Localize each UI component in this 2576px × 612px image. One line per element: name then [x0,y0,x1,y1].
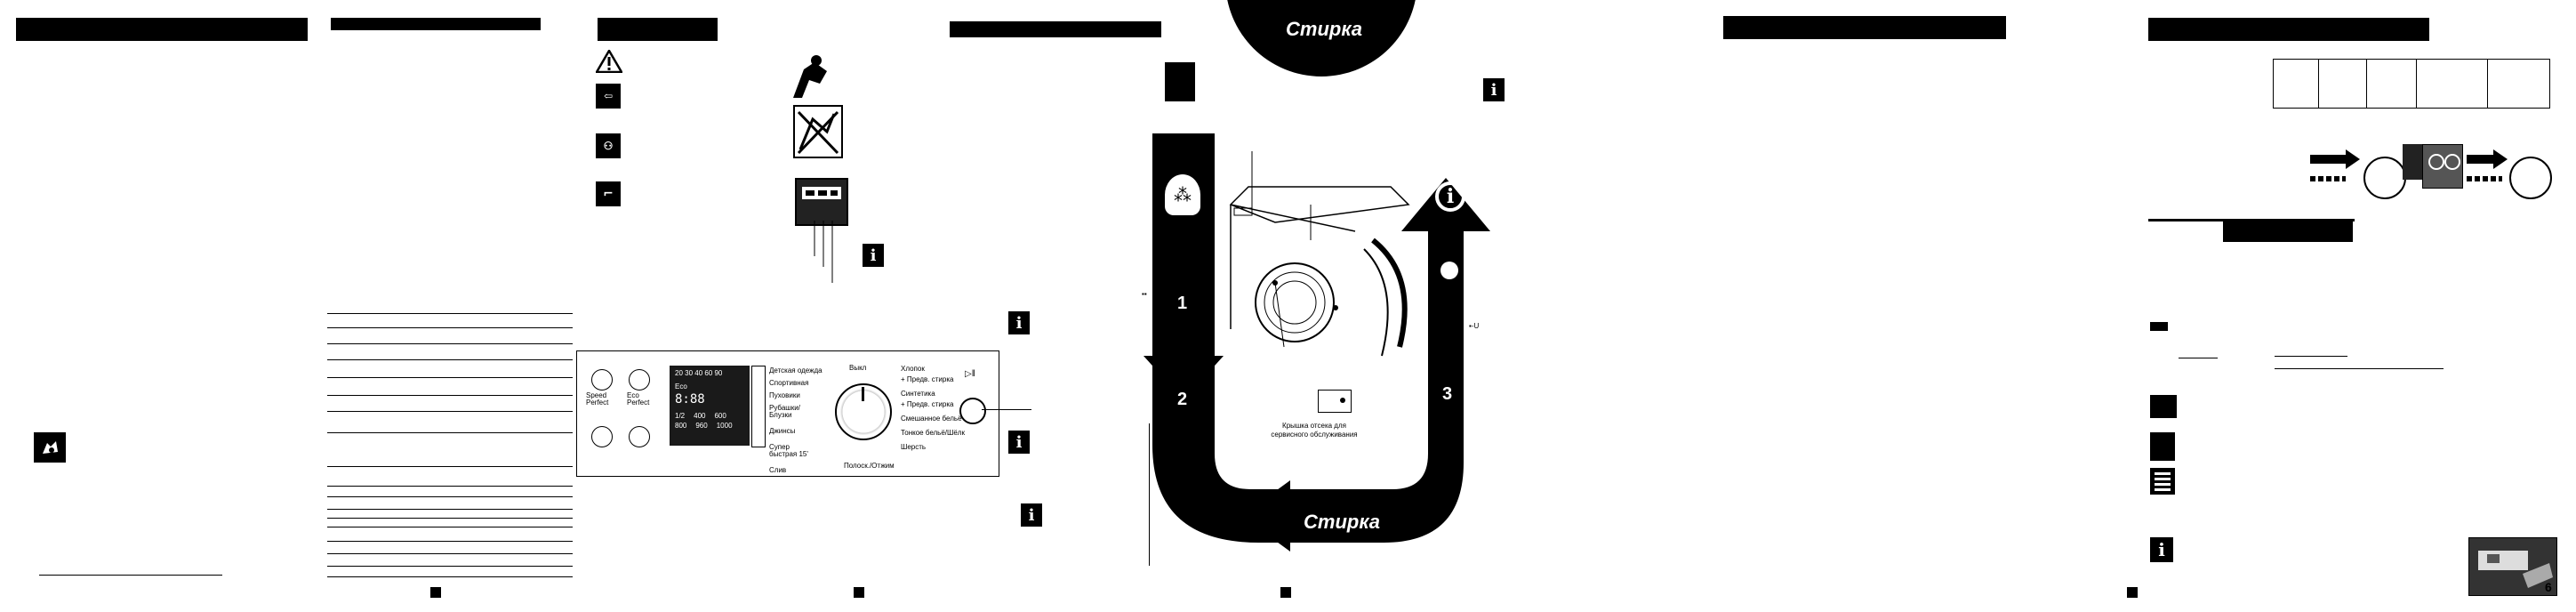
program-label: Хлопок [901,365,925,373]
header-bar-2 [331,18,541,30]
info-circle-icon: i [1435,181,1465,212]
dial-diagram-right [2458,137,2556,199]
program-label: Слив [769,466,787,474]
dial-panel-small [2422,144,2463,189]
side-marks-left: ▪▪ [1142,290,1147,298]
info-icon: i [1008,311,1030,334]
page-marker [2127,587,2138,598]
program-list-right: Хлопок + Предв. стирка Синтетика + Предв… [901,365,965,451]
underline-b [2275,356,2347,357]
header-bar-3 [598,18,718,41]
step-1: 1 [1177,294,1188,313]
step-2: 2 [1177,390,1188,409]
detergent-icon: ⁂ [1165,174,1200,215]
wash-title-top: Стирка [1286,18,1362,40]
page-number: 6 [2545,580,2552,594]
info-icon: i [1021,503,1042,527]
program-table [2273,59,2550,109]
no-lift-by-door-illustration [793,105,843,158]
page-marker [430,587,441,598]
eco-perfect-label: Eco Perfect [627,391,650,407]
side-marks-right: ▪-U [1469,322,1480,330]
program-label: Рубашки/ Блузки [769,404,800,419]
info-icon: i [1008,431,1030,454]
program-label: + Предв. стирка [901,375,954,383]
info-icon: i [1483,78,1505,101]
speed-perfect-button[interactable] [591,369,613,391]
vertical-tick-rule [1149,423,1150,566]
wash-title-bottom: Стирка [1304,511,1380,533]
temps-row: 20 30 40 60 90 [675,369,723,377]
off-label: Выкл [849,364,867,372]
spec-table [327,313,573,580]
person-lifting-illustration [784,53,838,106]
page-marker [1280,587,1291,598]
program-label: Спортивная [769,379,809,387]
eco-indicator: Eco [675,382,687,391]
program-label: Детская одежда [769,366,823,374]
service-cover-caption: Крышка отсека для сервисного обслуживани… [1252,422,1376,439]
black-tall-icon [2150,432,2175,461]
black-square-icon [2150,395,2177,418]
corner-photo [2468,537,2557,596]
caption-line: Крышка отсека для [1282,422,1346,430]
start-pause-button[interactable] [959,398,986,424]
program-label: + Предв. стирка [901,400,954,408]
program-label: Синтетика [901,390,935,398]
footnote-rule [39,575,222,576]
header-bar-5 [1723,16,2006,39]
program-label: Супер быстрая 15' [769,443,808,458]
program-label: Тонкое бельё/Шёлк [901,429,965,437]
underline-c [2275,368,2444,369]
small-black-square [1165,62,1195,101]
start-callout-line [982,409,1031,410]
spin-button[interactable] [629,426,650,447]
program-selector-dial[interactable] [835,383,892,440]
bottom-panel-label: Полоск./Отжим [844,462,895,470]
info-icon: i [2150,537,2173,562]
drawer-callout-lines [814,221,833,283]
small-black-label [2150,322,2168,331]
service-cover-box [1318,390,1352,413]
water-tap-icon: ⌐ [596,181,621,206]
caption-line: сервисного обслуживания [1271,431,1358,439]
detergent-drawer-illustration [795,178,848,226]
section-header-bar [2223,221,2353,242]
digit-display: 8:88 [675,392,705,407]
page-marker [854,587,864,598]
temp-button[interactable] [591,426,613,447]
spin-val: 960 [695,422,708,430]
info-icon: i [863,244,884,267]
child-safety-icon: ⚇ [596,133,621,158]
header-bar-4 [950,21,1161,37]
washing-machine-illustration [1229,151,1410,357]
display-panel: 20 30 40 60 90 Eco 8:88 1/2 400 600 800 … [670,366,750,446]
control-panel: Speed Perfect Eco Perfect 20 30 40 60 90… [576,350,999,477]
start-pause-icon: ▷‖ [965,369,975,379]
step-3: 3 [1442,384,1453,404]
dial-diagram-left [2310,137,2422,199]
eco-perfect-button[interactable] [629,369,650,391]
white-dot [1440,262,1458,279]
spin-val: 1/2 [675,412,686,420]
speed-perfect-label: Speed Perfect [586,391,609,407]
hand-note-icon [34,432,66,463]
header-bar-1 [16,18,308,41]
program-label: Шерсть [901,443,927,451]
spin-val: 1000 [716,422,733,430]
header-bar-6 [2148,18,2429,41]
spin-val: 800 [675,422,687,430]
program-label: Пуховики [769,391,800,399]
program-label: Смешанное бельё [901,415,962,423]
program-label: Джинсы [769,427,796,435]
list-icon [2150,468,2175,495]
option-button-column[interactable] [751,366,766,447]
section-rule [2148,219,2355,221]
spin-val: 600 [714,412,726,420]
program-list-left: Детская одежда Спортивная Пуховики Рубаш… [769,367,831,474]
door-exit-icon: ⇦ [596,84,621,109]
spin-val: 400 [694,412,706,420]
warning-triangle-icon [594,48,624,77]
